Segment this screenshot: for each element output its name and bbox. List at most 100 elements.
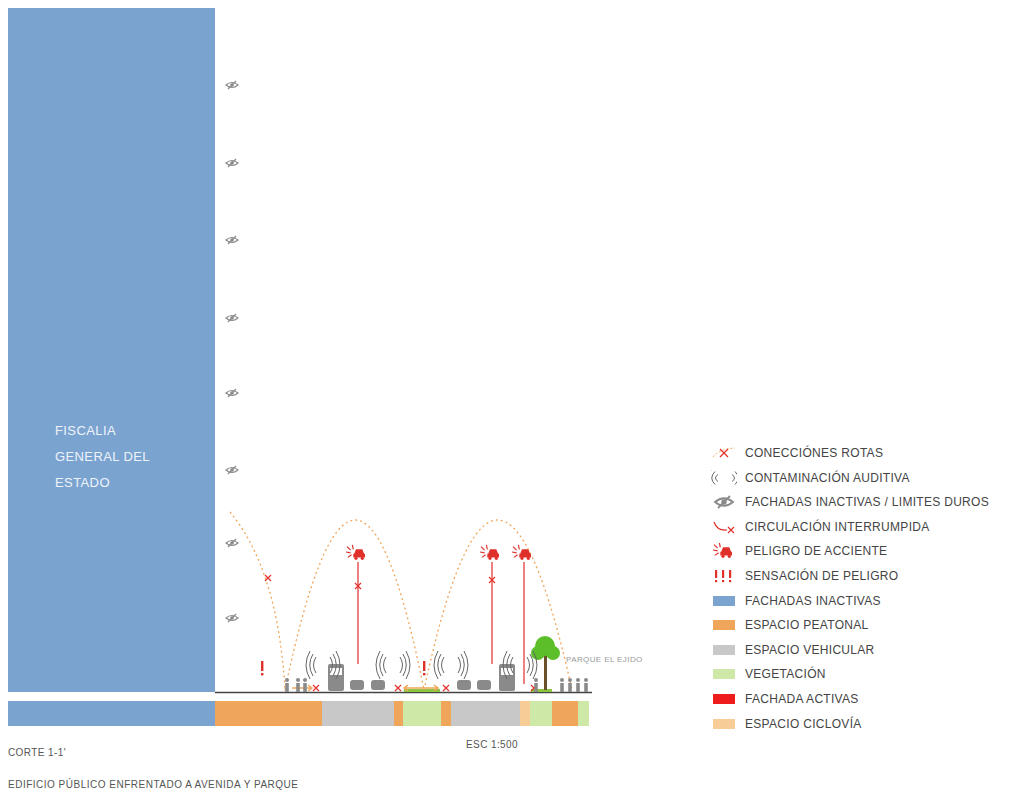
- legend-sample: [711, 470, 737, 486]
- eye-icon: [226, 236, 238, 244]
- legend-sample: [715, 570, 731, 582]
- person-body: [534, 683, 538, 692]
- broken-arc: [713, 448, 735, 457]
- wave: [527, 657, 530, 673]
- legend-text: ESPACIO VEHICULAR: [745, 643, 875, 657]
- bar-pedestrian: [441, 701, 451, 726]
- legend-text: CONECCIÓNES ROTAS: [745, 446, 883, 460]
- crash-burst: [512, 545, 519, 558]
- bar-facade: [8, 701, 215, 726]
- wave: [711, 470, 712, 486]
- bar-vegetation: [530, 701, 552, 726]
- legend-row: CIRCULACIÓN INTERRUMPIDA: [711, 519, 930, 535]
- bar-pedestrian: [552, 701, 578, 726]
- person-head: [576, 678, 580, 682]
- bar-vehicle: [451, 701, 520, 726]
- eye-slash: [228, 389, 236, 397]
- wave: [336, 651, 340, 679]
- warning-dot: [722, 580, 724, 582]
- person-body: [584, 683, 588, 692]
- wave: [503, 651, 507, 679]
- wave: [380, 654, 383, 676]
- wave: [306, 651, 310, 679]
- car: [457, 680, 471, 690]
- legend-text: FACHADAS INACTIVAS / LIMITES DUROS: [745, 495, 989, 509]
- pedestrian: [534, 678, 538, 692]
- wave: [458, 657, 461, 673]
- person-body: [576, 683, 580, 692]
- warning-dot: [261, 673, 263, 675]
- person-head: [568, 678, 572, 682]
- person-head: [584, 678, 588, 682]
- eye-icon: [715, 496, 733, 508]
- legend-row: PELIGRO DE ACCIENTE: [711, 543, 887, 559]
- legend-row: ESPACIO CICLOVÍA: [711, 716, 862, 732]
- crash-wheel: [354, 557, 357, 560]
- pedestrian: [296, 678, 300, 692]
- legend-symbol: [711, 470, 737, 486]
- crash-car: [487, 549, 499, 557]
- legend-color: [713, 694, 735, 704]
- pedestrian: [568, 678, 572, 692]
- view-arcs: [230, 512, 572, 690]
- danger-line: [491, 562, 492, 664]
- eye-slash: [228, 614, 236, 622]
- bar-vehicle: [322, 701, 394, 726]
- wave: [310, 654, 313, 676]
- legend-color: [713, 645, 735, 655]
- legend-row: FACHADA ACTIVAS: [711, 691, 859, 707]
- wave: [732, 474, 735, 481]
- legend-swatch: [711, 642, 737, 658]
- wave: [314, 657, 317, 673]
- warning-bar: [729, 570, 731, 578]
- eye-icon: [226, 81, 238, 89]
- legend-row: FACHADAS INACTIVAS: [711, 593, 881, 609]
- pedestrian: [285, 678, 289, 692]
- bar-vegetation: [403, 701, 441, 726]
- warning-dot: [729, 580, 731, 582]
- legend-row: ESPACIO PEATONAL: [711, 617, 869, 633]
- section-label: CORTE 1-1': [8, 747, 66, 758]
- legend-row: SENSACIÓN DE PELIGRO: [711, 568, 898, 584]
- pedestrian: [560, 678, 564, 692]
- tree-crown: [546, 646, 560, 660]
- caption: EDIFICIO PÚBLICO ENFRENTADO A AVENIDA Y …: [8, 779, 298, 790]
- legend-swatch: [711, 593, 737, 609]
- repeated-symbols: [226, 81, 588, 692]
- legend-symbol: [711, 445, 737, 461]
- crash-wheel: [527, 557, 530, 560]
- bar-pedestrian: [215, 701, 322, 726]
- land-use-bar: [8, 701, 589, 726]
- eye-slash: [718, 496, 730, 508]
- danger-line: [523, 562, 524, 684]
- wave: [442, 657, 445, 673]
- broken-x: [265, 575, 271, 581]
- person-head: [285, 678, 289, 682]
- crash-car: [519, 549, 531, 557]
- warning-bar: [715, 570, 717, 578]
- legend-row: VEGETACIÓN: [711, 666, 826, 682]
- crash-wheel: [361, 557, 364, 560]
- wave: [464, 651, 468, 679]
- sound-waves: [306, 651, 340, 679]
- eye-slash: [228, 236, 236, 244]
- sound-waves: [376, 651, 410, 679]
- person-body: [296, 683, 300, 692]
- person-head: [560, 678, 564, 682]
- park-strip: [531, 689, 552, 692]
- warning-dot: [715, 580, 717, 582]
- wave: [438, 654, 441, 676]
- flow-arrow: [404, 685, 438, 691]
- car: [350, 680, 364, 690]
- crash-wheel: [488, 557, 491, 560]
- legend-sample: [714, 522, 734, 533]
- broken-x: [395, 685, 401, 691]
- wave: [530, 654, 533, 676]
- legend-row: ESPACIO VEHICULAR: [711, 642, 875, 658]
- accident-icon: [480, 545, 499, 560]
- legend-text: FACHADA ACTIVAS: [745, 692, 859, 706]
- warning-bar: [261, 661, 263, 671]
- wave: [400, 657, 403, 673]
- view-arc: [424, 520, 572, 690]
